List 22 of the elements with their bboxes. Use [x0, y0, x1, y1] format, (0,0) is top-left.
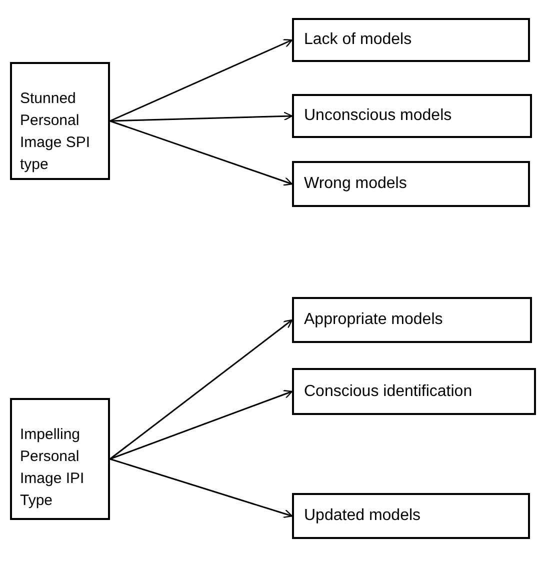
box-label: Appropriate models — [304, 311, 443, 329]
text-box — [10, 398, 110, 520]
arrow — [110, 120, 293, 186]
text-box — [292, 18, 530, 62]
text-box — [292, 297, 532, 343]
box-label: Wrong models — [304, 175, 407, 193]
box-label: Unconscious models — [304, 107, 452, 125]
arrow — [110, 390, 293, 460]
text-box — [292, 493, 530, 539]
text-box — [10, 62, 110, 180]
arrow — [110, 458, 293, 518]
box-label: Lack of models — [304, 31, 412, 49]
text-box — [292, 94, 532, 138]
box-label: Stunned Personal Image SPI type — [20, 89, 92, 175]
box-label: Conscious identification — [304, 382, 472, 400]
box-label: Updated models — [304, 507, 421, 525]
arrow — [110, 112, 293, 122]
arrow — [110, 319, 293, 460]
arrow — [110, 39, 293, 122]
box-label: Impelling Personal Image IPI Type — [20, 425, 86, 511]
text-box — [292, 161, 530, 207]
text-box — [292, 368, 536, 415]
